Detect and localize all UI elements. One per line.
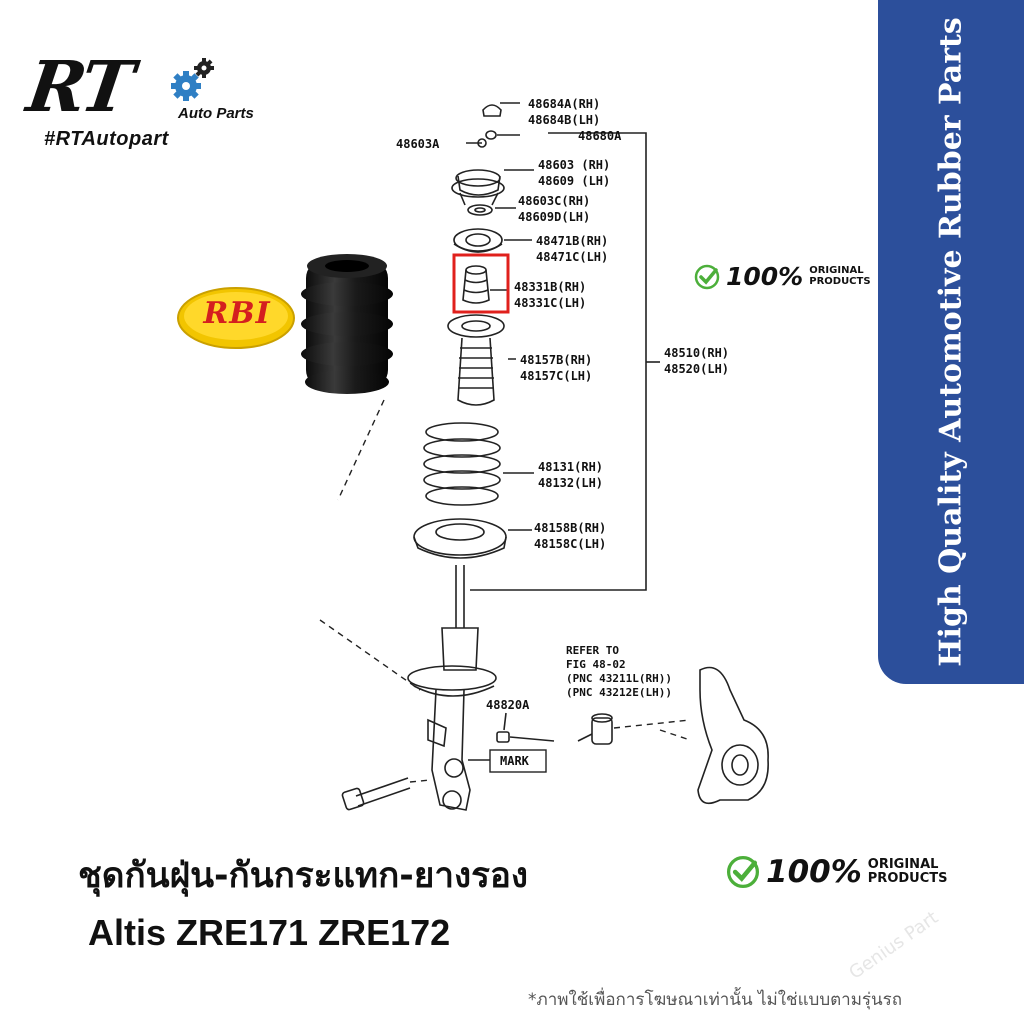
badge-line2: PRODUCTS xyxy=(809,275,871,287)
label-48157: 48157B(RH) 48157C(LH) xyxy=(520,353,593,383)
badge-line2: PRODUCTS xyxy=(867,871,948,886)
label-48684: 48684A(RH) 48684B(LH) xyxy=(528,97,601,127)
gear-icon xyxy=(171,58,214,101)
label-48603: 48603 (RH) 48609 (LH) xyxy=(538,158,611,188)
label-48680: 48680A xyxy=(578,129,622,143)
label-48131: 48131(RH) 48132(LH) xyxy=(538,460,604,490)
logo-subtitle: Auto Parts xyxy=(178,105,254,122)
strut-exploded-diagram xyxy=(319,102,769,811)
rbi-logo-text: RBI xyxy=(203,296,271,331)
label-48820: 48820A xyxy=(486,698,530,712)
label-48158: 48158B(RH) 48158C(LH) xyxy=(534,521,607,551)
badge-percent: 100% xyxy=(726,262,804,291)
label-48510: 48510(RH) 48520(LH) xyxy=(664,346,730,376)
original-badge-top: 100% ORIGINAL PRODUCTS xyxy=(694,262,871,291)
logo-hashtag: #RTAutopart xyxy=(44,128,169,150)
side-banner: High Quality Automotive Rubber Parts xyxy=(878,0,1024,684)
highlight-box xyxy=(452,253,510,314)
check-circle-icon xyxy=(726,855,760,889)
product-title-thai: ชุดกันฝุ่น-กันกระแทก-ยางรอง xyxy=(78,856,528,896)
watermark: Genius Part xyxy=(845,907,943,984)
label-mark: MARK xyxy=(500,754,529,768)
disclaimer: *ภาพใช้เพื่อการโฆษณาเท่านั้น ไม่ใช่แบบตา… xyxy=(528,990,903,1010)
label-48331: 48331B(RH) 48331C(LH) xyxy=(514,280,587,310)
check-circle-icon xyxy=(694,264,720,289)
label-48603a: 48603A xyxy=(396,137,440,151)
label-48471: 48471B(RH) 48471C(LH) xyxy=(536,234,609,264)
bump-stop-image xyxy=(301,254,393,394)
label-refer: REFER TO FIG 48-02 (PNC 43211L(RH)) (PNC… xyxy=(566,644,672,699)
original-badge-bottom: 100% ORIGINAL PRODUCTS xyxy=(726,854,948,890)
badge-percent: 100% xyxy=(766,854,862,890)
badge-line1: ORIGINAL xyxy=(867,857,939,873)
label-48603c: 48603C(RH) 48609D(LH) xyxy=(518,194,591,224)
rbi-logo xyxy=(177,287,295,349)
product-model: Altis ZRE171 ZRE172 xyxy=(88,912,451,953)
badge-line1: ORIGINAL xyxy=(809,265,864,276)
